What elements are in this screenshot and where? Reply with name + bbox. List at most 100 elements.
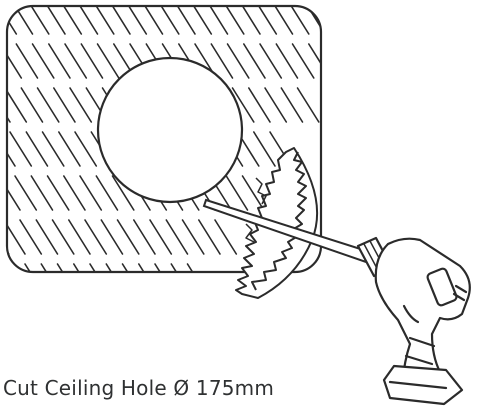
hatch-line	[19, 219, 43, 255]
hatch-line	[46, 308, 67, 342]
hatch-line	[26, 6, 50, 35]
hatch-line	[248, 87, 271, 123]
hatch-line	[35, 219, 59, 255]
hatch-line	[325, 44, 346, 78]
hatch-line	[73, 263, 96, 272]
step-caption: Cut Ceiling Hole Ø 175mm	[3, 376, 275, 400]
hatch-line	[160, 308, 181, 342]
hatch-line	[89, 263, 113, 272]
hatch-line	[64, 43, 88, 79]
hatch-line	[41, 131, 65, 167]
hatch-line	[46, 175, 70, 211]
hatch-line	[144, 308, 165, 342]
hatch-line	[0, 308, 3, 342]
hatch-line	[84, 219, 108, 255]
hatch-line	[0, 308, 19, 342]
hatch-line	[105, 263, 129, 272]
hatch-line	[59, 6, 83, 35]
hatch-line	[7, 87, 28, 123]
hatch-line	[0, 176, 4, 210]
hatch-line	[7, 175, 21, 211]
hatch-line	[275, 43, 299, 79]
hatch-line	[353, 0, 374, 34]
hatch-line	[138, 263, 161, 272]
hatch-line	[30, 308, 51, 342]
hatch-line	[56, 263, 80, 272]
hatch-line	[52, 87, 76, 123]
hatch-line	[40, 263, 64, 272]
hatch-line	[170, 263, 194, 272]
hatch-line	[96, 43, 120, 79]
hatch-line	[231, 87, 255, 123]
hatch-line	[14, 308, 35, 342]
hatch-line	[302, 6, 321, 35]
hatch-line	[91, 6, 115, 35]
power-drill-icon	[356, 236, 471, 406]
hatch-line	[296, 87, 320, 123]
hatch-line	[221, 6, 245, 35]
hatch-line	[291, 43, 315, 79]
hatch-line	[264, 87, 288, 123]
hatch-line	[100, 219, 124, 255]
hatch-line	[133, 219, 156, 255]
hatch-line	[254, 6, 278, 35]
hatch-line	[108, 6, 131, 35]
hatch-line	[189, 6, 213, 35]
hatch-line	[149, 219, 173, 255]
hatch-line	[121, 263, 145, 272]
hatch-line	[186, 263, 210, 272]
hatch-line	[319, 6, 321, 35]
hatch-line	[63, 308, 84, 342]
hatch-line	[7, 219, 26, 255]
hatch-line	[280, 87, 304, 123]
hatch-line	[68, 219, 91, 255]
hatch-line	[205, 6, 229, 35]
hatch-line	[74, 131, 98, 167]
hatch-line	[79, 175, 103, 211]
hatch-line	[210, 43, 234, 79]
hatch-line	[181, 219, 205, 255]
hatch-line	[80, 43, 104, 79]
hatch-line	[156, 6, 180, 35]
circular-hole	[96, 56, 244, 204]
hatch-line	[9, 131, 33, 167]
hatch-line	[128, 308, 149, 342]
hatch-line	[20, 87, 44, 123]
hatch-line	[111, 308, 132, 342]
hatch-line	[270, 6, 294, 35]
hatch-line	[259, 43, 283, 79]
hatch-line	[47, 43, 71, 79]
hatch-line	[30, 175, 54, 211]
hatch-line	[25, 131, 49, 167]
hatch-line	[116, 219, 140, 255]
hatch-line	[95, 175, 119, 211]
hatch-line	[57, 131, 81, 167]
hatch-line	[225, 175, 249, 211]
hatch-line	[95, 308, 116, 342]
hatch-line	[226, 43, 250, 79]
hatch-line	[7, 263, 15, 272]
hatch-line	[307, 43, 321, 79]
hatch-line	[42, 6, 66, 35]
hatch-line	[51, 219, 75, 255]
hatch-line	[124, 6, 148, 35]
hatch-line	[214, 219, 238, 255]
hatch-line	[198, 219, 221, 255]
hatch-line	[69, 87, 93, 123]
hatch-line	[173, 6, 196, 35]
hatch-line	[336, 0, 357, 34]
hatch-line	[7, 6, 18, 35]
hatch-line	[7, 131, 16, 167]
hatch-line	[165, 219, 189, 255]
hatch-line	[241, 175, 265, 211]
hatch-line	[238, 6, 261, 35]
hatch-line	[7, 43, 23, 79]
hatch-line	[62, 175, 86, 211]
hatch-line	[14, 175, 38, 211]
hatch-line	[75, 6, 99, 35]
hatch-line	[31, 43, 55, 79]
hatch-line	[10, 6, 34, 35]
hatch-line	[111, 175, 135, 211]
hatch-line	[24, 263, 48, 272]
